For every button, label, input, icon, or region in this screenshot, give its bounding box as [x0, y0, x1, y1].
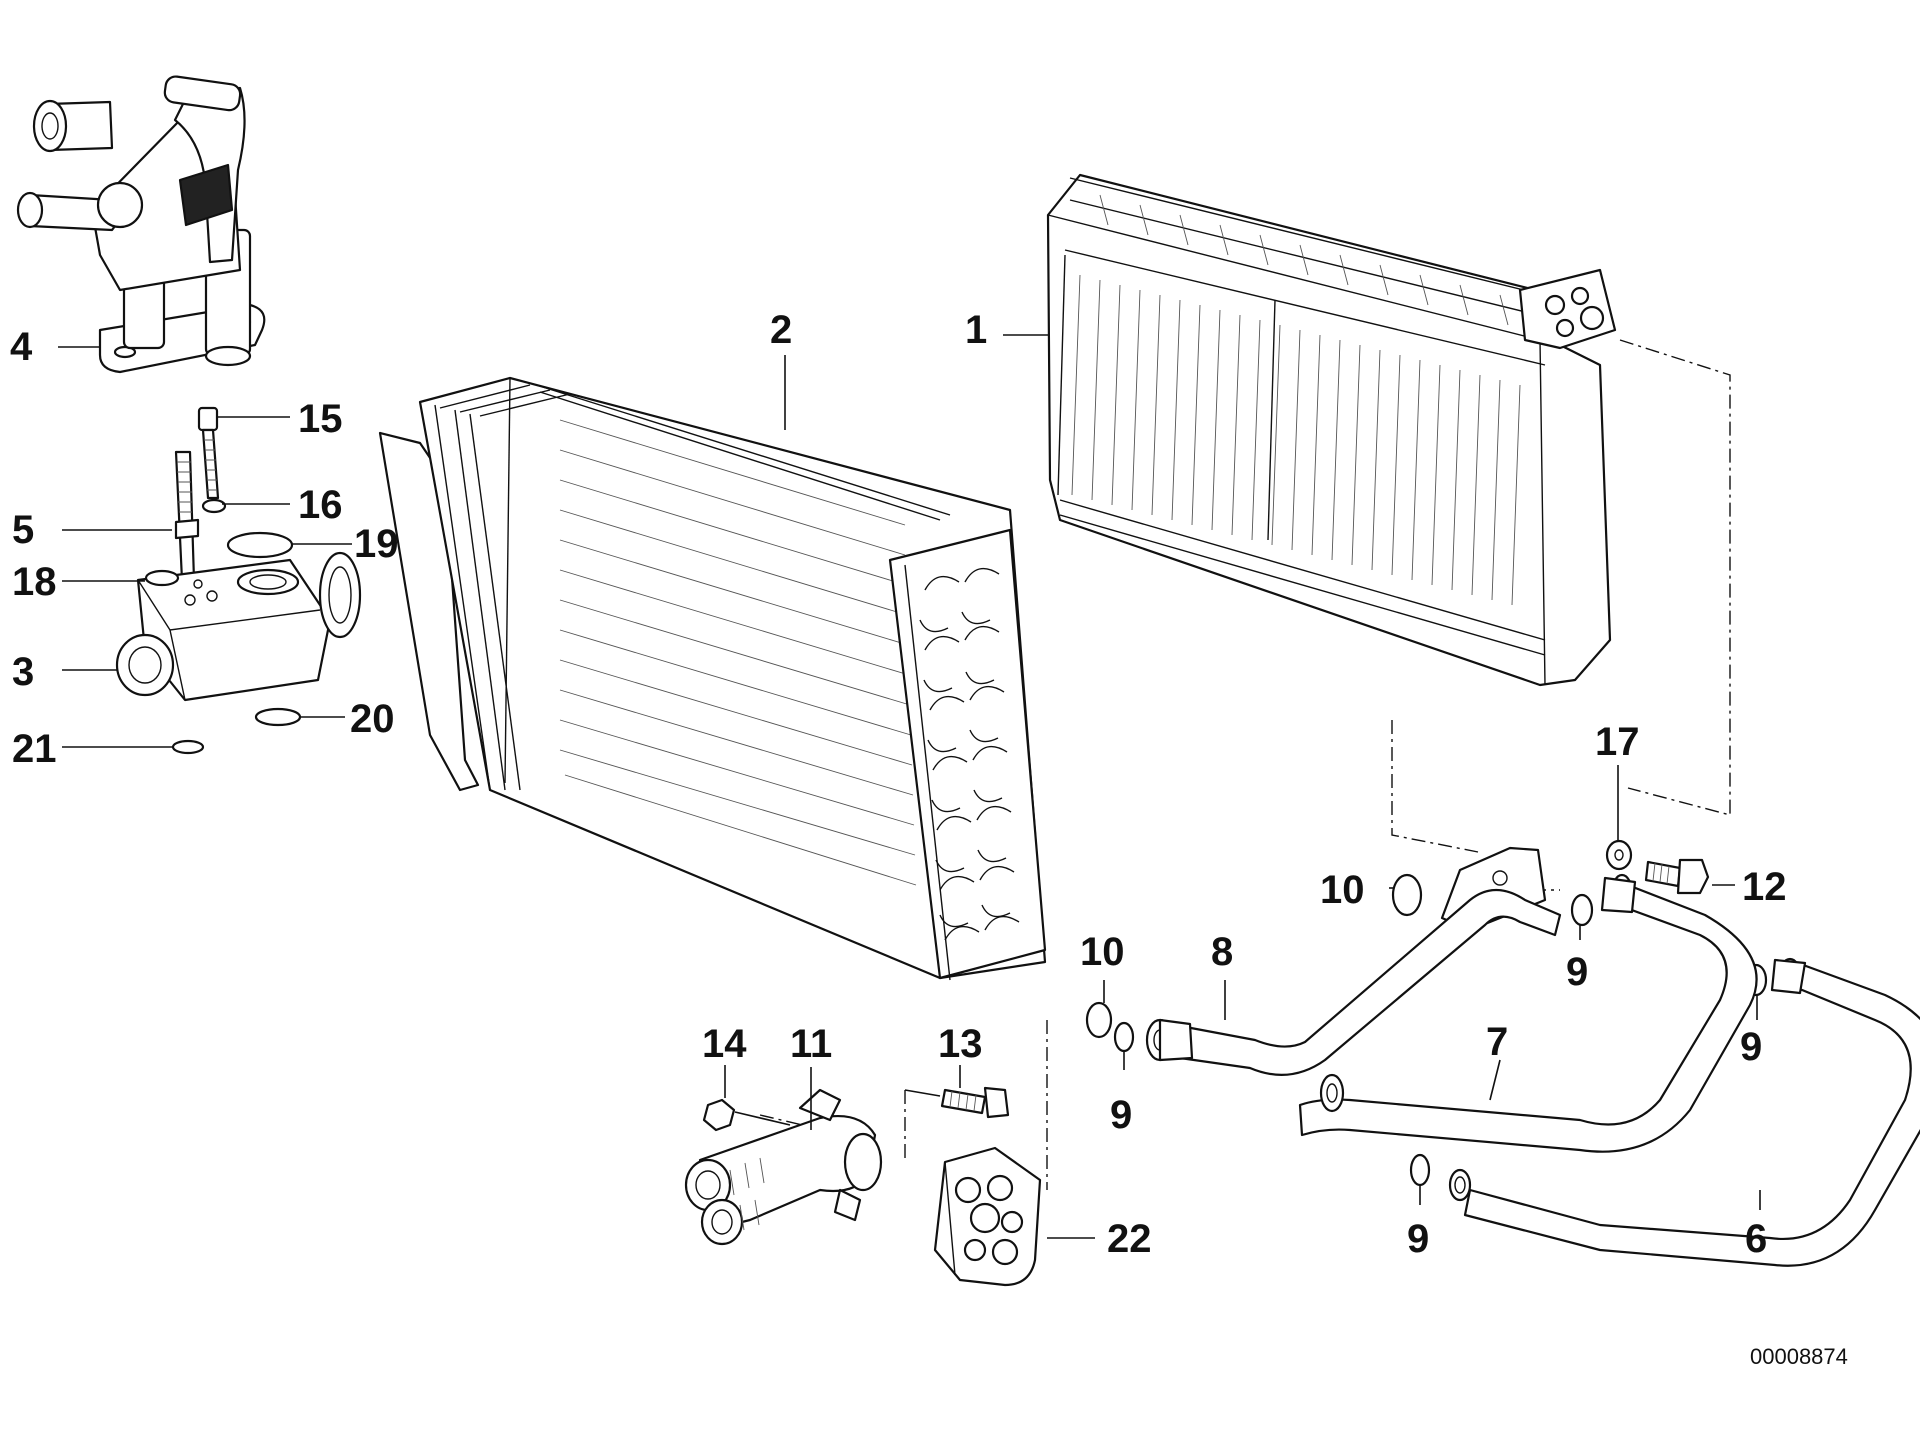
callout-12: 12	[1742, 865, 1787, 909]
callout-18: 18	[12, 560, 57, 604]
o-ring-20	[254, 707, 302, 727]
callout-20: 20	[350, 697, 395, 741]
refrigerant-pipe-long	[1448, 957, 1920, 1267]
screw	[940, 1086, 1010, 1119]
callout-17: 17	[1595, 720, 1640, 764]
callout-9c: 9	[1110, 1093, 1132, 1137]
washer	[201, 498, 227, 514]
callout-13: 13	[938, 1022, 983, 1066]
callout-14: 14	[702, 1022, 747, 1066]
callout-4: 4	[10, 325, 33, 369]
callout-9d: 9	[1407, 1217, 1429, 1261]
o-ring-10b	[1085, 1001, 1113, 1039]
callout-10a: 10	[1320, 868, 1365, 912]
seal-plate	[933, 1146, 1042, 1287]
alignment-line-2	[1391, 720, 1479, 853]
connector-line-13	[904, 1089, 941, 1097]
o-ring-21	[171, 739, 205, 755]
hex-bolt	[1644, 858, 1710, 895]
callout-11: 11	[790, 1022, 832, 1066]
callout-22: 22	[1107, 1217, 1152, 1261]
o-ring-9a	[1570, 893, 1594, 927]
o-ring-19	[226, 531, 294, 559]
connector-line-14	[734, 1111, 791, 1126]
callout-1: 1	[965, 308, 987, 352]
o-ring-10a	[1391, 873, 1423, 917]
callout-21: 21	[12, 727, 57, 771]
callout-9b: 9	[1740, 1025, 1762, 1069]
valve-block-fitting	[16, 75, 266, 374]
callout-3: 3	[12, 650, 34, 694]
socket-screw	[197, 406, 220, 500]
evaporator-core	[1046, 173, 1617, 687]
callout-15: 15	[298, 397, 343, 441]
washer-17	[1605, 839, 1633, 871]
callout-16: 16	[298, 483, 343, 527]
refrigerant-pipe-short	[1145, 846, 1562, 1076]
document-number: 00008874	[1750, 1344, 1848, 1369]
leader-lines	[58, 334, 1761, 1239]
callout-10b: 10	[1080, 930, 1125, 974]
expansion-valve	[115, 551, 362, 702]
callout-9a: 9	[1566, 950, 1588, 994]
heater-core	[378, 376, 1047, 981]
alignment-line-1	[1619, 339, 1731, 816]
callout-7: 7	[1486, 1020, 1508, 1064]
o-ring-9d	[1409, 1153, 1431, 1187]
nut	[702, 1098, 736, 1132]
refrigerant-pipe-middle	[1298, 873, 1758, 1153]
callout-19: 19	[354, 522, 399, 566]
stud-bolt	[174, 450, 200, 582]
double-pipe-connector	[684, 1088, 883, 1246]
o-ring-9c	[1113, 1021, 1135, 1053]
callout-8: 8	[1211, 930, 1233, 974]
o-ring-18	[144, 569, 180, 587]
callout-6: 6	[1745, 1217, 1767, 1261]
callout-5: 5	[12, 508, 34, 552]
callout-2: 2	[770, 308, 792, 352]
